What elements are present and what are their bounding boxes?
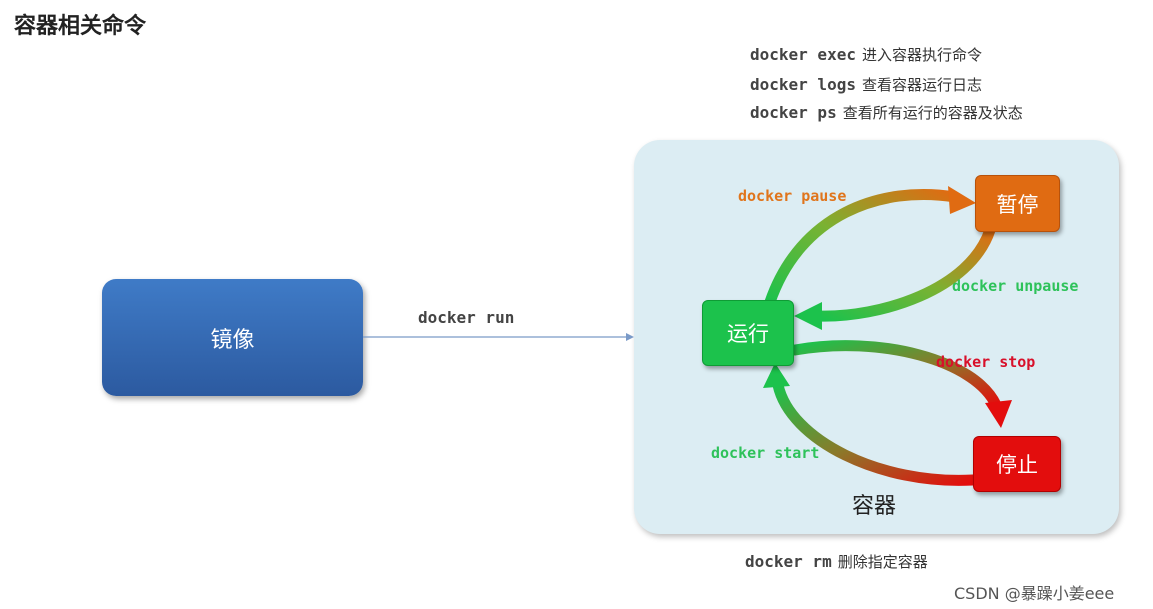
command-description: 查看所有运行的容器及状态 (842, 104, 1023, 122)
start-command-label: docker start (711, 444, 820, 462)
command-logs: docker logs 查看容器运行日志 (750, 74, 982, 95)
command-description: 进入容器执行命令 (861, 46, 982, 64)
command-code: docker exec (750, 45, 856, 64)
watermark: CSDN @暴躁小姜eee (954, 584, 1115, 603)
container-label: 容器 (852, 494, 897, 519)
command-code: docker ps (750, 103, 837, 122)
unpause-arrow (794, 224, 996, 330)
command-exec: docker exec 进入容器执行命令 (750, 44, 982, 65)
stop-command-label: docker stop (936, 353, 1036, 371)
image-node: 镜像 (102, 279, 363, 396)
pause-arrow (764, 186, 976, 308)
command-code: docker logs (750, 75, 856, 94)
page-title: 容器相关命令 (14, 14, 147, 39)
start-arrow (763, 363, 979, 486)
run-command-label: docker run (418, 308, 515, 327)
stopped-state: 停止 (973, 436, 1061, 492)
command-ps: docker ps 查看所有运行的容器及状态 (750, 102, 1023, 123)
stop-arrow (789, 340, 1012, 428)
unpause-command-label: docker unpause (952, 277, 1079, 295)
paused-state: 暂停 (975, 175, 1060, 232)
run-arrow (363, 333, 634, 341)
command-code: docker rm (745, 552, 832, 571)
command-rm: docker rm 删除指定容器 (745, 551, 928, 572)
command-description: 查看容器运行日志 (861, 76, 982, 94)
pause-command-label: docker pause (738, 187, 847, 205)
command-description: 删除指定容器 (837, 553, 928, 571)
running-state: 运行 (702, 300, 794, 366)
